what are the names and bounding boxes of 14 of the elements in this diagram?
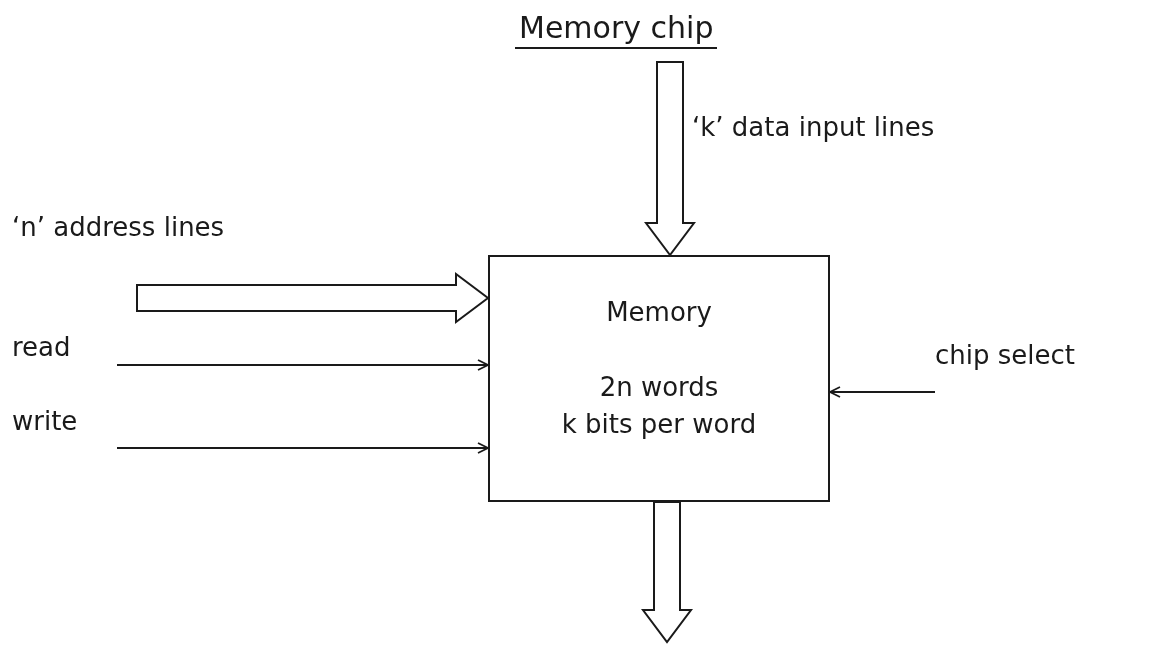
signal-arrow [829, 386, 936, 398]
block-detail: 2n words [598, 372, 720, 402]
signal-label: read [12, 332, 71, 362]
signal-label: chip select [935, 340, 1076, 370]
bus-arrow [641, 501, 693, 644]
signal-label: write [12, 406, 78, 436]
block-title: Memory [605, 297, 713, 327]
bus-arrow [136, 272, 490, 324]
signal-arrow [116, 359, 489, 371]
block-detail: k bits per word [560, 409, 758, 439]
diagram-title: Memory chip [515, 10, 718, 49]
memory-block [488, 255, 830, 502]
bus-arrow [644, 61, 696, 257]
signal-arrow [116, 442, 489, 454]
